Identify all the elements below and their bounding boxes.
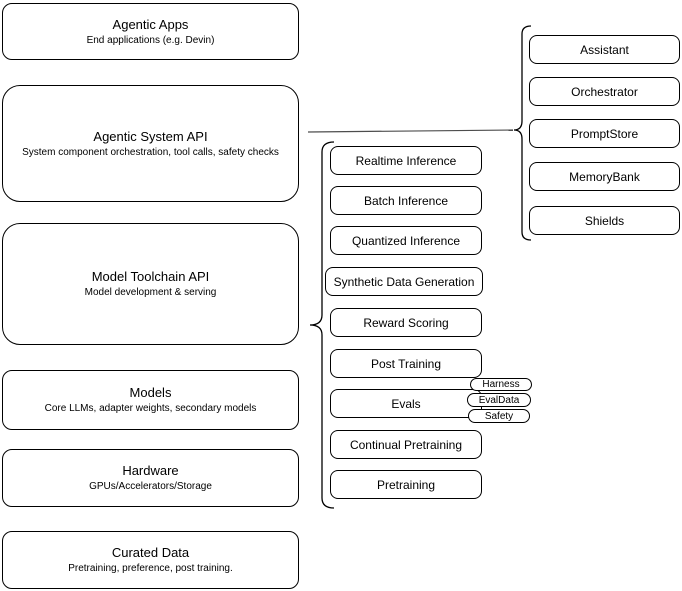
tag-label: Harness — [482, 379, 520, 390]
node-label: Pretraining — [376, 477, 436, 492]
node-title: Models — [129, 385, 172, 400]
node-shields: Shields — [529, 206, 680, 235]
node-evals: Evals — [330, 389, 482, 418]
node-assistant: Assistant — [529, 35, 680, 64]
node-quantized-inference: Quantized Inference — [330, 226, 482, 255]
node-agentic-system-api: Agentic System API System component orch… — [2, 85, 299, 202]
node-batch-inference: Batch Inference — [330, 186, 482, 215]
node-reward-scoring: Reward Scoring — [330, 308, 482, 337]
node-label: Orchestrator — [571, 84, 638, 99]
node-label: Evals — [391, 396, 421, 411]
node-subtitle: Core LLMs, adapter weights, secondary mo… — [44, 403, 257, 414]
node-realtime-inference: Realtime Inference — [330, 146, 482, 175]
tag-label: EvalData — [478, 394, 520, 406]
node-label: Reward Scoring — [363, 315, 449, 330]
node-label: Post Training — [370, 356, 442, 371]
node-label: Batch Inference — [363, 193, 449, 208]
node-agentic-apps: Agentic Apps End applications (e.g. Devi… — [2, 3, 299, 60]
node-label: Synthetic Data Generation — [333, 274, 475, 289]
node-curated-data: Curated Data Pretraining, preference, po… — [2, 531, 299, 589]
tag-label: Safety — [484, 410, 514, 422]
node-label: MemoryBank — [569, 169, 640, 184]
tag-safety: Safety — [468, 409, 530, 423]
node-label: Continual Pretraining — [349, 437, 463, 452]
node-title: Hardware — [122, 463, 179, 478]
node-subtitle: End applications (e.g. Devin) — [86, 34, 215, 46]
node-subtitle: System component orchestration, tool cal… — [22, 146, 279, 158]
node-title: Agentic Apps — [112, 16, 189, 32]
node-pretraining: Pretraining — [330, 470, 482, 499]
node-label: Assistant — [580, 42, 629, 57]
node-title: Curated Data — [111, 545, 190, 560]
node-continual-pretraining: Continual Pretraining — [330, 430, 482, 459]
node-memorybank: MemoryBank — [529, 162, 680, 191]
node-model-toolchain-api: Model Toolchain API Model development & … — [2, 223, 299, 345]
node-models: Models Core LLMs, adapter weights, secon… — [2, 370, 299, 430]
node-orchestrator: Orchestrator — [529, 77, 680, 106]
tag-evaldata: EvalData — [467, 393, 531, 407]
node-label: Realtime Inference — [355, 153, 457, 168]
node-hardware: Hardware GPUs/Accelerators/Storage — [2, 449, 299, 507]
api-to-components-connector — [307, 129, 514, 133]
node-post-training: Post Training — [330, 349, 482, 378]
tag-harness: Harness — [470, 378, 532, 391]
node-label: Shields — [584, 213, 625, 228]
node-label: PromptStore — [570, 126, 639, 141]
node-subtitle: Model development & serving — [84, 287, 217, 298]
node-synthetic-data-generation: Synthetic Data Generation — [325, 267, 483, 296]
node-label: Quantized Inference — [351, 233, 461, 248]
node-promptstore: PromptStore — [529, 119, 680, 148]
node-subtitle: GPUs/Accelerators/Storage — [89, 481, 212, 492]
node-title: Model Toolchain API — [91, 269, 210, 284]
node-subtitle: Pretraining, preference, post training. — [68, 563, 233, 574]
node-title: Agentic System API — [93, 128, 208, 144]
